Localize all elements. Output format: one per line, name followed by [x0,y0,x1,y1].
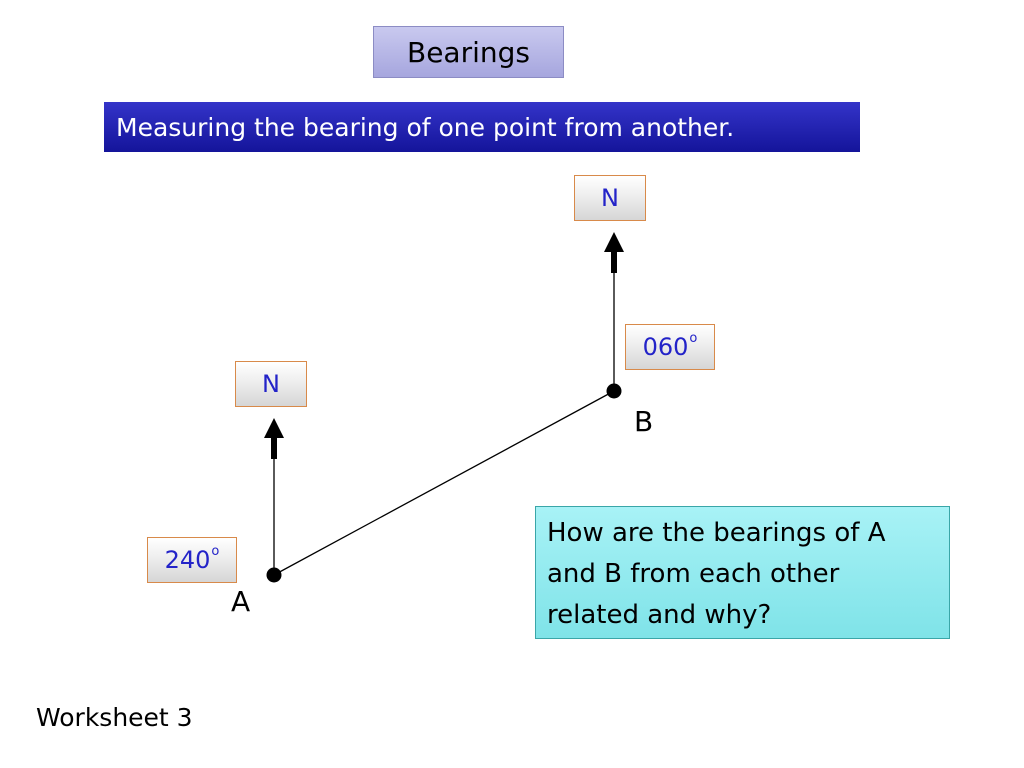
north-label-b-text: N [601,184,619,212]
worksheet-label: Worksheet 3 [36,703,193,732]
bearing-a-value: 240 [164,546,211,574]
point-a-label: A [231,585,251,618]
north-arrow-b-icon [604,232,624,273]
north-label-a-text: N [262,370,280,398]
degree-symbol-a: o [211,543,220,559]
north-label-b: N [574,175,646,221]
point-a [266,567,282,583]
point-b-label: B [634,405,654,438]
subtitle-banner: Measuring the bearing of one point from … [104,102,860,152]
degree-symbol-b: o [689,330,698,346]
title-box: Bearings [373,26,564,78]
bearing-b-value: 060 [642,333,689,361]
north-label-a: N [235,361,307,407]
page-title: Bearings [407,35,530,69]
line-a-to-b [273,390,615,576]
question-box: How are the bearings of A and B from eac… [535,506,950,639]
north-arrow-a-icon [264,418,284,459]
question-text: How are the bearings of A and B from eac… [547,518,886,630]
subtitle-text: Measuring the bearing of one point from … [116,112,735,142]
point-b [606,383,622,399]
